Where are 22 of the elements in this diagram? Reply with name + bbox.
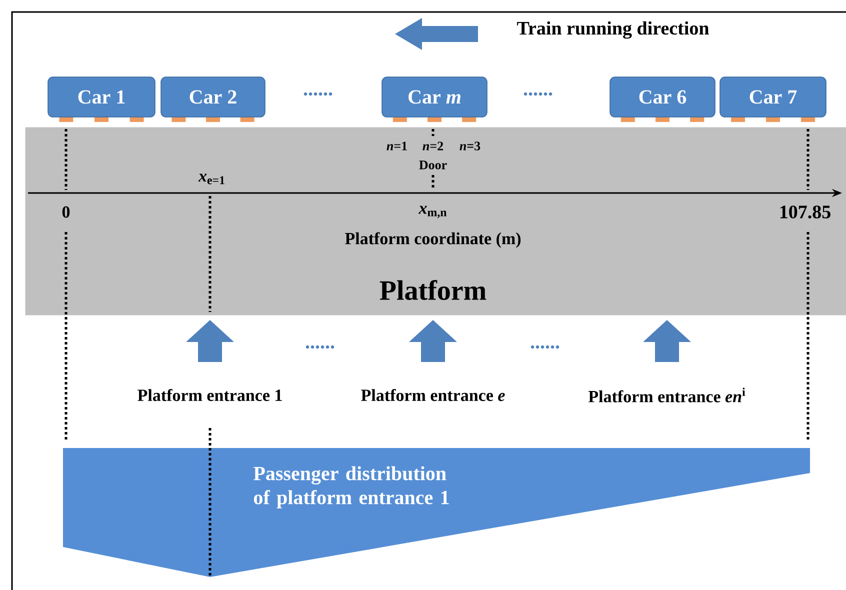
label-text: Platform coordinate (m) [345,232,521,248]
label-text: n=3 [460,142,480,150]
train-car: Car 7 [720,76,826,122]
train-car: Car m [382,76,488,122]
train-car: Car 6 [610,76,716,122]
label-text: 107.85 [780,206,830,218]
label-text: n=1 [386,142,407,150]
label-text: 0 [62,206,70,218]
label-text: Door [419,160,447,170]
dots: ...... [306,345,334,349]
label-text: x$_{e=1}$ [198,174,224,184]
label-text: x$_{m,n}$ [418,206,447,218]
train-car: Car 1 [48,76,156,122]
dots: ...... [304,92,332,96]
dots: ...... [530,345,560,349]
label-text: Train running direction [517,21,709,39]
train-car: Car 2 [160,76,266,122]
label-text: Platform entrance en$^{i}$ [588,388,746,402]
dots: ...... [524,92,552,96]
label-text: n=2 [422,142,444,150]
label-text: Platform entrance 1 [138,388,282,402]
label-text: Platform entrance e [361,388,505,402]
